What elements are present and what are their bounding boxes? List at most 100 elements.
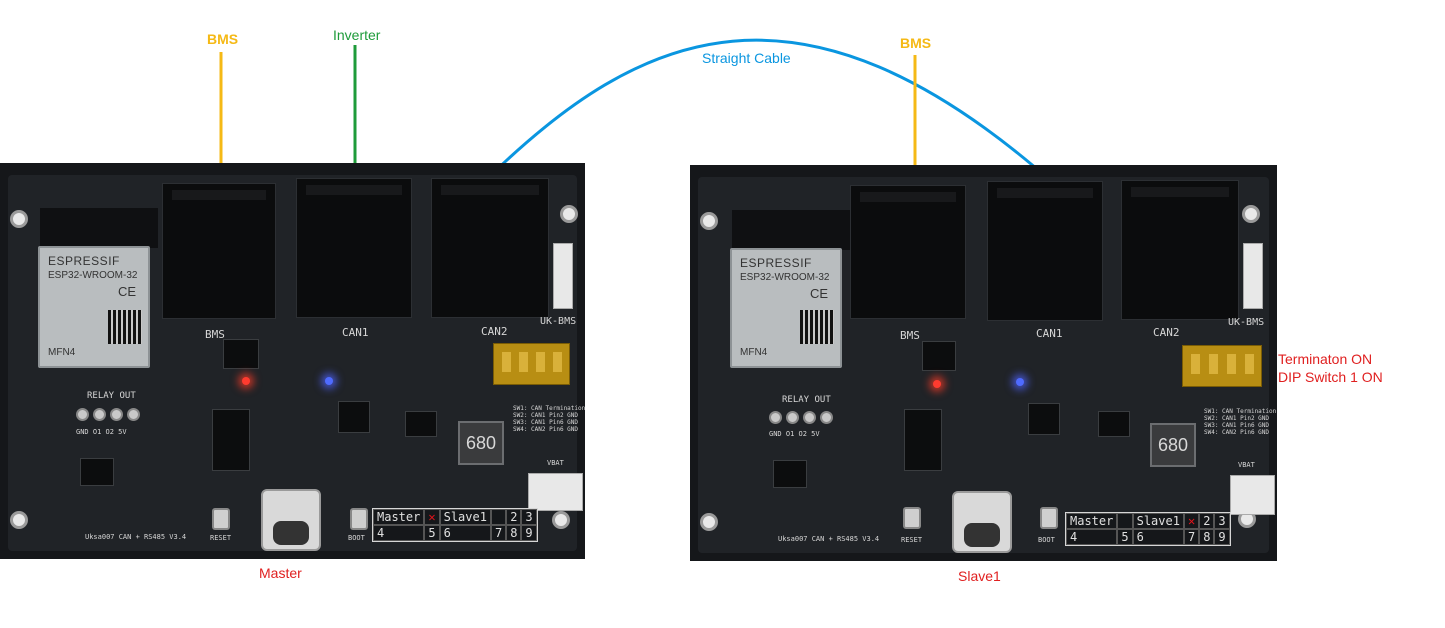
relay-pad[interactable] <box>127 408 140 421</box>
id-cell: 7 <box>490 525 507 541</box>
mounting-hole <box>552 511 570 529</box>
dip-switch-notes: SW1: CAN Termination SW2: CAN1 Pin2 GND … <box>513 405 586 433</box>
dip-switch-notes: SW1: CAN Termination SW2: CAN1 Pin2 GND … <box>1204 408 1277 436</box>
vbat-connector[interactable] <box>528 473 583 511</box>
esp32-antenna <box>732 210 850 250</box>
relay-pad[interactable] <box>110 408 123 421</box>
reset-label: RESET <box>901 536 923 544</box>
bms-port-label: BMS <box>900 329 920 342</box>
mounting-hole <box>560 205 578 223</box>
side-connector[interactable] <box>1243 243 1263 309</box>
id-cell: 9 <box>521 525 537 541</box>
boot-button[interactable] <box>1040 507 1058 529</box>
board-id-selector: Master Slave1 ✕ 2 3 4 5 6 7 8 9 <box>1065 512 1231 546</box>
esp-sub-text: MFN4 <box>48 347 76 358</box>
straight-cable-wire <box>486 38 1053 184</box>
id-cell: 5 <box>1117 529 1133 545</box>
inductor: 680 <box>1150 423 1196 467</box>
boot-label: BOOT <box>1038 536 1055 544</box>
mounting-hole <box>700 212 718 230</box>
boot-button[interactable] <box>350 508 368 530</box>
can1-port-label: CAN1 <box>1036 327 1063 340</box>
vbat-label: VBAT <box>547 459 564 467</box>
ic-chip <box>922 341 956 371</box>
straight-cable-label: Straight Cable <box>702 50 791 66</box>
vbat-connector[interactable] <box>1230 475 1275 515</box>
slave1-board: ESPRESSIF ESP32-WROOM-32 CE MFN4 BMS CAN… <box>690 165 1277 561</box>
inverter-label: Inverter <box>333 27 381 43</box>
id-cell: 6 <box>1132 529 1184 545</box>
ic-chip <box>1098 411 1130 437</box>
bms-label-master: BMS <box>207 31 239 47</box>
can1-port[interactable] <box>987 181 1103 321</box>
ic-chip <box>212 409 250 471</box>
relay-pins-label: GND O1 O2 5V <box>769 430 820 438</box>
id-cell: 6 <box>439 525 491 541</box>
dip-switch[interactable] <box>1182 345 1262 387</box>
termination-note-line2: DIP Switch 1 ON <box>1278 369 1383 385</box>
can1-port[interactable] <box>296 178 412 318</box>
bms-port[interactable] <box>162 183 276 319</box>
usb-c-port[interactable] <box>952 491 1012 553</box>
reset-button[interactable] <box>903 507 921 529</box>
ce-mark: CE <box>809 286 828 301</box>
id-cell: 2 <box>1199 513 1215 529</box>
relay-pad[interactable] <box>769 411 782 424</box>
reset-button[interactable] <box>212 508 230 530</box>
master-board: ESPRESSIF ESP32-WROOM-32 CE MFN4 BMS CAN… <box>0 163 585 559</box>
termination-note-line1: Terminaton ON <box>1278 351 1373 367</box>
can2-port[interactable] <box>1121 180 1239 320</box>
mounting-hole <box>700 513 718 531</box>
mounting-hole <box>1242 205 1260 223</box>
dip-switch[interactable] <box>493 343 570 385</box>
usb-c-port[interactable] <box>261 489 321 551</box>
mounting-hole <box>10 210 28 228</box>
status-led-blue <box>1016 378 1024 386</box>
reset-label: RESET <box>210 534 232 542</box>
esp-brand-text: ESPRESSIF <box>48 254 120 268</box>
id-cell: Slave1 <box>439 509 491 525</box>
vbat-label: VBAT <box>1238 461 1255 469</box>
board-id-selector: Master ✕ Slave1 2 3 4 5 6 7 8 9 <box>372 508 538 542</box>
can2-port[interactable] <box>431 178 549 318</box>
status-led-red <box>242 377 250 385</box>
id-cell: 7 <box>1183 529 1200 545</box>
bms-port-label: BMS <box>205 328 225 341</box>
id-cell: 9 <box>1214 529 1230 545</box>
id-cell: 4 <box>373 525 425 541</box>
brand-label: UK-BMS <box>1228 317 1265 328</box>
status-led-red <box>933 380 941 388</box>
relay-pad[interactable] <box>786 411 799 424</box>
relay-out-label: RELAY OUT <box>87 391 136 401</box>
relay-out-label: RELAY OUT <box>782 395 831 405</box>
bms-label-slave: BMS <box>900 35 932 51</box>
relay-pad[interactable] <box>76 408 89 421</box>
id-cell-empty <box>490 509 507 525</box>
ic-chip <box>405 411 437 437</box>
id-cell: Slave1 <box>1132 513 1184 529</box>
ic-chip <box>904 409 942 471</box>
id-cell: 8 <box>506 525 522 541</box>
mounting-hole <box>10 511 28 529</box>
side-connector[interactable] <box>553 243 573 309</box>
slave1-caption: Slave1 <box>958 568 1001 584</box>
esp32-module: ESPRESSIF ESP32-WROOM-32 CE MFN4 <box>38 246 150 368</box>
can2-port-label: CAN2 <box>481 325 508 338</box>
qr-code <box>800 310 834 344</box>
boot-label: BOOT <box>348 534 365 542</box>
relay-pad[interactable] <box>93 408 106 421</box>
ce-mark: CE <box>117 284 136 299</box>
id-cell-empty <box>1117 513 1133 529</box>
relay-pad[interactable] <box>803 411 816 424</box>
bms-port[interactable] <box>850 185 966 319</box>
version-label: Uksa007 CAN + RS485 V3.4 <box>85 533 187 541</box>
ic-chip <box>223 339 259 369</box>
id-cell: 5 <box>424 525 440 541</box>
id-cell-marked: ✕ <box>1183 513 1200 529</box>
esp-model-text: ESP32-WROOM-32 <box>740 272 830 283</box>
esp32-antenna <box>40 208 158 248</box>
can2-port-label: CAN2 <box>1153 326 1180 339</box>
status-led-blue <box>325 377 333 385</box>
relay-pad[interactable] <box>820 411 833 424</box>
